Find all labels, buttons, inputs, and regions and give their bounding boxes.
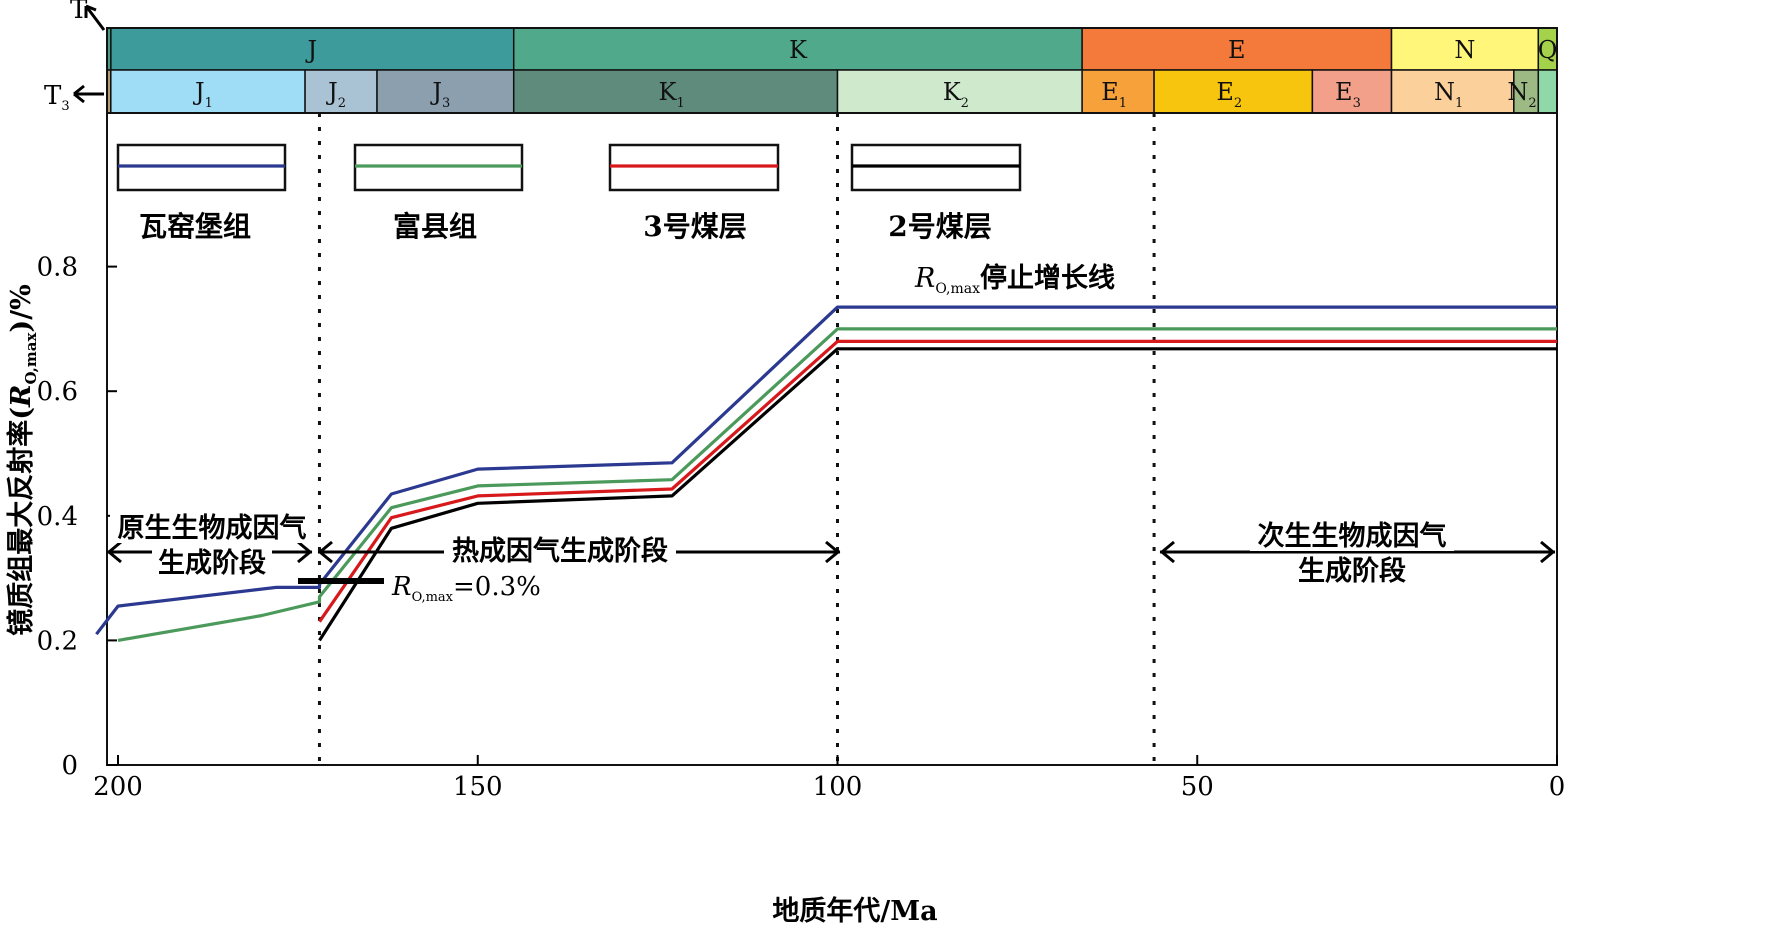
y-label-sub: O,max <box>22 332 40 385</box>
stage3-arrow-head-left <box>1159 540 1175 564</box>
series-line <box>318 347 1557 642</box>
stage-boundary-lines <box>317 113 1156 765</box>
threshold-label: RO,max=0.3% <box>391 572 541 605</box>
epoch-cell-J2 <box>304 69 378 114</box>
legend-label: 2号煤层 <box>888 210 991 243</box>
marker-T: T <box>70 0 88 25</box>
epoch-subscript: 1 <box>1455 96 1463 111</box>
stage3-label-line1: 次生生物成因气 <box>1258 521 1447 552</box>
stage2-arrow-head-left <box>317 540 333 564</box>
plot-border <box>106 27 1558 766</box>
epoch-subscript: 2 <box>1528 96 1536 111</box>
period-label: E <box>1228 36 1246 64</box>
y-tick-label: 0.2 <box>37 626 78 656</box>
series-lines <box>95 305 1557 642</box>
epoch-subscript: 2 <box>338 96 346 111</box>
annotations: RO,max停止增长线RO,max=0.3%原生生物成因气生成阶段热成因气生成阶… <box>106 262 1556 605</box>
y-label-suffix: )/% <box>6 284 37 332</box>
epoch-subscript: 3 <box>1353 96 1361 111</box>
epoch-cell- <box>1537 69 1558 114</box>
stage1-label-line1: 原生生物成因气 <box>118 513 307 544</box>
legend: 瓦窑堡组 富县组 3号煤层 2号煤层 <box>116 143 1022 243</box>
axes: 200 150 100 50 0 0 0.2 0.4 0.6 0.8 地质年代/Ma 镜质组最大反射率… <box>5 253 1565 927</box>
x-tick-label: 200 <box>93 772 143 802</box>
stage1-arrow-head-right <box>297 540 313 564</box>
threshold-sub: O,max <box>412 590 454 605</box>
x-tick-label: 100 <box>813 772 863 802</box>
plot-area <box>106 27 1558 766</box>
legend-label: 富县组 <box>393 210 477 243</box>
epoch-subscript: 3 <box>442 96 450 111</box>
y-label-prefix: 镜质组最大反射率( <box>5 407 37 636</box>
period-cell-J <box>110 27 515 71</box>
epoch-subscript: 1 <box>676 96 684 111</box>
legend-label: 瓦窑堡组 <box>139 210 251 243</box>
stage1-label-line1-bg <box>110 511 314 543</box>
epoch-subscript: 2 <box>961 96 969 111</box>
y-tick-label: 0.4 <box>37 502 78 532</box>
stage3-label-line2: 生成阶段 <box>1298 556 1406 587</box>
stop-text: 停止增长线 <box>980 262 1115 294</box>
y-tick-label: 0.8 <box>37 253 78 283</box>
period-label: J <box>304 36 317 64</box>
x-tick-label: 0 <box>1549 772 1566 802</box>
y-tick-label: 0.6 <box>37 377 78 407</box>
y-axis-label: 镜质组最大反射率(RO,max)/% <box>5 284 40 635</box>
y-label-var: R <box>6 385 37 408</box>
stage3-label-line1-bg <box>1250 519 1454 551</box>
stage3-arrow-head-right <box>1540 540 1556 564</box>
epoch-cell-E2 <box>1153 69 1314 114</box>
epoch-cell-N2 <box>1513 69 1540 114</box>
epoch-subscript: 2 <box>1234 96 1242 111</box>
x-tick-label: 50 <box>1181 772 1214 802</box>
stage3-label-line2-bg <box>1292 554 1412 586</box>
marker-T3: T3 <box>44 81 70 114</box>
marker-T-arrow <box>84 4 106 31</box>
stage1-label-line2-bg <box>152 546 272 578</box>
epoch-subscript: 1 <box>1119 96 1127 111</box>
stage2-label-bg <box>444 534 676 566</box>
stop-var: R <box>914 263 935 294</box>
stop-sub: O,max <box>935 281 980 297</box>
series-line <box>318 339 1557 623</box>
period-label: N <box>1454 36 1475 64</box>
epoch-cell-K1 <box>512 69 839 114</box>
threshold-var: R <box>391 572 412 602</box>
series-line <box>95 305 1557 636</box>
stage1-label-line2: 生成阶段 <box>158 548 266 579</box>
period-label: K <box>789 36 808 64</box>
period-label: Q <box>1538 36 1558 64</box>
marker-T3-sub: 3 <box>61 99 69 114</box>
epoch-cell-N1 <box>1390 69 1515 114</box>
threshold-text: =0.3% <box>453 572 541 602</box>
stop-line-label: RO,max停止增长线 <box>914 262 1115 297</box>
y-tick-label: 0 <box>61 751 78 781</box>
epoch-subscript: 1 <box>205 96 213 111</box>
series-line <box>117 327 1557 642</box>
x-axis-label: 地质年代/Ma <box>772 895 937 927</box>
stage1-arrow-head-left <box>106 540 122 564</box>
epoch-cell-J3 <box>376 69 515 114</box>
stage2-label: 热成因气生成阶段 <box>452 536 668 567</box>
x-tick-label: 150 <box>453 772 503 802</box>
legend-label: 3号煤层 <box>643 210 746 243</box>
marker-T3-arrow <box>73 84 104 104</box>
stage2-arrow-head-right <box>825 540 841 564</box>
